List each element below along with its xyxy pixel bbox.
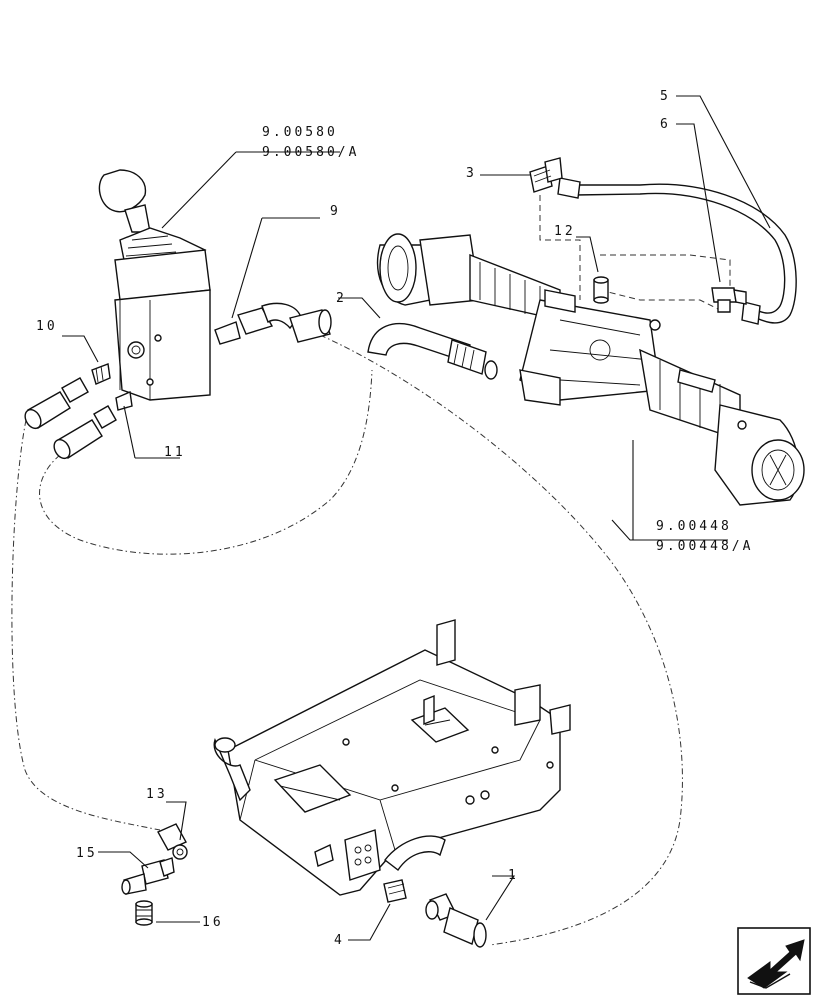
part-label-10: 10 <box>36 319 58 334</box>
tee-fitting-6 <box>711 287 747 313</box>
fitting-13 <box>157 823 188 860</box>
leader-lines <box>62 95 771 941</box>
fitting-4 <box>383 879 407 903</box>
fitting-16 <box>135 900 153 926</box>
hose-end-9 <box>289 309 332 343</box>
hose-end-left-lower <box>53 405 117 460</box>
part-label-15: 15 <box>76 846 98 861</box>
part-label-5: 5 <box>660 89 671 104</box>
hose-2 <box>367 323 498 380</box>
part-label-3: 3 <box>466 166 477 181</box>
part-label-2: 2 <box>336 291 347 306</box>
hose-end-1 <box>425 893 487 948</box>
fitting-10 <box>91 363 111 385</box>
hose-routing-lines <box>11 195 731 946</box>
fitting-11 <box>115 390 133 411</box>
elbow-fitting-9 <box>214 302 301 345</box>
ref-joystick-1: 9.00580 <box>262 125 338 140</box>
part-label-11: 11 <box>164 445 186 460</box>
pipe-5-6 <box>557 177 797 325</box>
ref-axle-2: 9.00448/A <box>656 539 753 554</box>
tee-fitting-15 <box>121 857 175 895</box>
joystick-control-valve <box>98 169 211 401</box>
part-label-9: 9 <box>330 204 341 219</box>
ref-axle-1: 9.00448 <box>656 519 732 534</box>
hydraulic-tank <box>213 619 571 896</box>
ref-joystick-2: 9.00580/A <box>262 145 359 160</box>
part-label-16: 16 <box>202 915 224 930</box>
part-label-12: 12 <box>554 224 576 239</box>
fitting-12 <box>593 276 609 304</box>
next-page-arrow-icon[interactable] <box>737 927 811 995</box>
hose-end-left-upper <box>24 377 89 430</box>
part-label-4: 4 <box>334 933 345 948</box>
elbow-fitting-3 <box>529 157 563 193</box>
front-axle-assembly <box>376 233 805 506</box>
part-label-1: 1 <box>508 868 519 883</box>
part-label-13: 13 <box>146 787 168 802</box>
part-label-6: 6 <box>660 117 671 132</box>
